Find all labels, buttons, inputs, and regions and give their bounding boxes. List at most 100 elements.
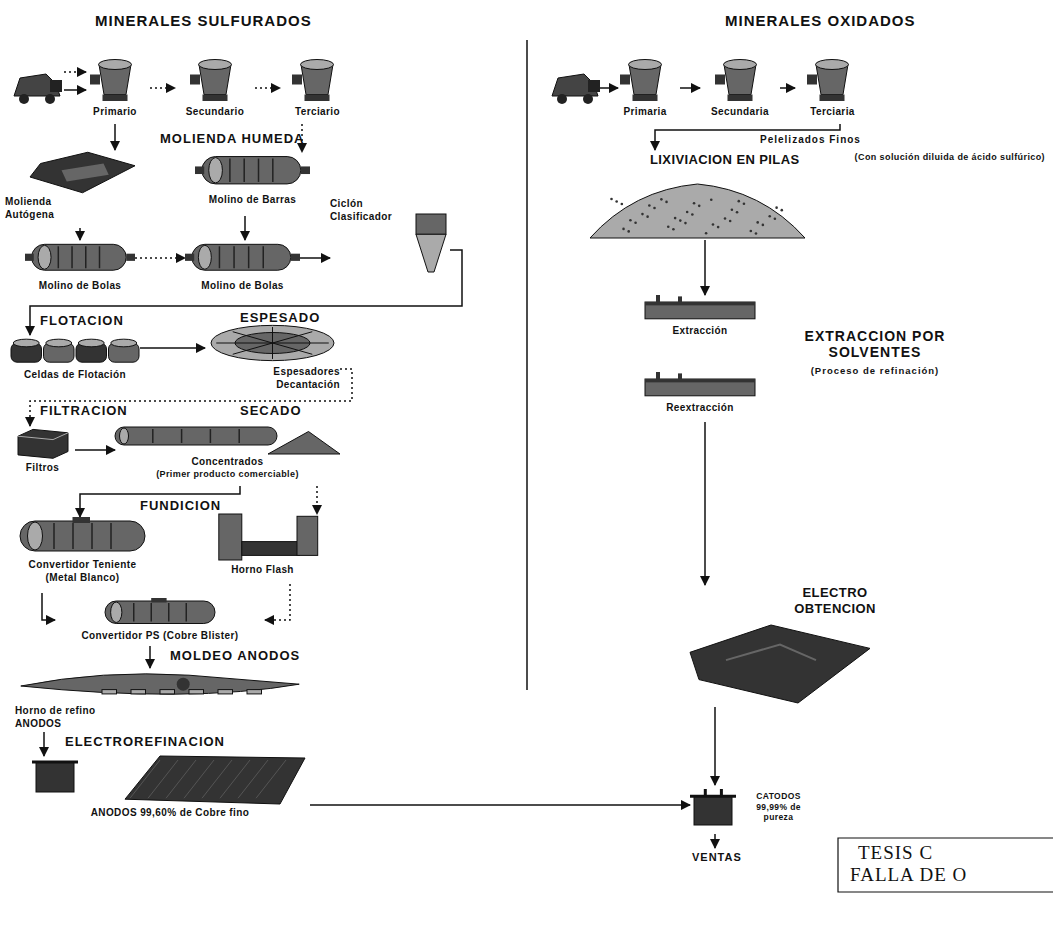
- equipment-icon: [115, 424, 340, 454]
- stage-heading: FLOTACION: [40, 314, 124, 329]
- equipment-caption: Ciclón Clasificador: [330, 198, 410, 223]
- haul-truck: [14, 74, 62, 104]
- thickener: Espesadores Decantación: [205, 322, 340, 400]
- watermark: TESIS C: [858, 842, 933, 864]
- crusher-stage: Secundario: [175, 52, 255, 124]
- flow-connector: [244, 216, 246, 240]
- note-label: (Proceso de refinación): [780, 366, 970, 377]
- caption-group: Molienda Autógena: [5, 150, 140, 221]
- equipment-caption: Molino de Bolas: [25, 280, 135, 293]
- flow-connector: [43, 732, 45, 756]
- equipment-caption: Extracción: [645, 325, 755, 338]
- caption-group: Concentrados(Primer producto comerciable…: [115, 424, 340, 480]
- equipment-caption: CATODOS 99,99% de pureza: [742, 791, 815, 823]
- ps-converter: Convertidor PS (Cobre Blister): [55, 598, 265, 646]
- sales-arrow: [714, 834, 716, 848]
- sales-label: VENTAS: [692, 851, 742, 864]
- electrowinning-cell: ELECTRO OBTENCION: [680, 585, 890, 707]
- stage-heading: FILTRACION: [40, 404, 128, 419]
- caption-group: Primario: [80, 52, 150, 119]
- caption-group: Molino de Bolas: [25, 240, 135, 293]
- caption-group: Horno de refino ANODOS: [15, 668, 305, 730]
- caption-group: Terciario: [280, 52, 355, 119]
- stage-heading: ELECTROREFINACION: [65, 735, 225, 750]
- refining-furnace: Horno de refino ANODOS: [15, 668, 305, 732]
- watermark-box: [838, 838, 1053, 892]
- flow-connector: [140, 347, 205, 349]
- equipment-icon: [18, 426, 68, 460]
- equipment-caption: Primaria: [610, 106, 680, 119]
- equipment-icon: [416, 214, 446, 272]
- equipment-icon: [195, 152, 310, 190]
- equipment-icon: [590, 178, 805, 238]
- equipment-caption: ELECTRO OBTENCION: [780, 585, 890, 618]
- haul-truck: [552, 74, 600, 104]
- anode-electrorefining: ANODOS 99,60% de Cobre fino: [30, 756, 310, 826]
- caption-group: ANODOS 99,60% de Cobre fino: [30, 756, 310, 820]
- equipment-icon: [690, 789, 736, 825]
- ball-mill: Molino de Bolas: [25, 240, 135, 302]
- crusher-stage: Primaria: [610, 52, 680, 124]
- ball-mill: Molino de Bolas: [185, 240, 300, 302]
- caption-note: (Primer producto comerciable): [115, 469, 340, 480]
- flow-connector: [680, 87, 700, 89]
- caption-group: Espesadores Decantación: [205, 322, 340, 391]
- equipment-caption: Terciario: [280, 106, 355, 119]
- caption-group: Celdas de Flotación: [10, 335, 140, 382]
- equipment-icon: [690, 625, 870, 703]
- equipment-icon: [30, 150, 135, 195]
- equipment-caption: Molienda Autógena: [5, 196, 80, 221]
- equipment-icon: [105, 598, 215, 628]
- flow-connector: [714, 707, 716, 785]
- equipment-caption: Concentrados: [115, 456, 340, 469]
- stage-heading: MOLIENDA HUMEDA: [160, 132, 305, 147]
- flow-connector: [150, 87, 175, 89]
- flow-connector: [255, 87, 280, 89]
- caption-group: Filtros: [10, 426, 75, 475]
- flash-furnace: Horno Flash: [195, 514, 330, 584]
- equipment-icon: [30, 756, 310, 804]
- equipment-icon: [90, 52, 140, 102]
- crusher-stage: Primario: [80, 52, 150, 124]
- equipment-caption: Convertidor Teniente (Metal Blanco): [15, 559, 150, 584]
- heap-leach-pile: LIXIVIACION EN PILAS (Con solución diluid…: [585, 150, 1045, 240]
- caption-group: ELECTRO OBTENCION: [680, 585, 890, 618]
- feed-arrow: [600, 87, 618, 89]
- equipment-caption: Espesadores Decantación: [240, 366, 340, 391]
- flow-connector: [780, 87, 795, 89]
- equipment-caption: Primario: [80, 106, 150, 119]
- flow-connector: [316, 486, 318, 514]
- crusher-stage: Terciario: [280, 52, 355, 124]
- caption-note: (Con solución diluida de ácido sulfúrico…: [855, 152, 1045, 163]
- equipment-icon: [292, 52, 342, 102]
- flow-connector: [265, 584, 290, 620]
- equipment-icon: [645, 295, 755, 323]
- equipment-icon: [25, 240, 135, 276]
- caption-group: CATODOS 99,99% de pureza: [690, 785, 815, 823]
- feed-arrow: [64, 71, 86, 73]
- stage-heading: SECADO: [240, 404, 302, 419]
- rod-mill: Molino de Barras: [190, 152, 315, 216]
- caption-group: Extracción: [645, 295, 755, 338]
- flow-connector: [704, 422, 706, 585]
- column-heading: MINERALES OXIDADOS: [725, 12, 916, 29]
- flotation-cells: Celdas de Flotación: [10, 335, 140, 385]
- caption-group: Reextracción: [645, 372, 755, 415]
- column-divider: [526, 40, 528, 690]
- equipment-icon: [185, 240, 300, 276]
- caption-group: LIXIVIACION EN PILAS (Con solución diluid…: [585, 150, 1045, 168]
- solvent-extraction-tank: Reextracción: [645, 372, 755, 422]
- caption-group: Molino de Bolas: [185, 240, 300, 293]
- caption-group: Secundaria: [700, 52, 780, 119]
- equipment-caption: Convertidor PS (Cobre Blister): [55, 630, 265, 643]
- crusher-stage: Terciaria: [795, 52, 870, 124]
- caption-group: Ciclón Clasificador: [330, 196, 450, 223]
- flow-connector: [75, 449, 115, 451]
- equipment-caption: Filtros: [10, 462, 75, 475]
- stage-heading: EXTRACCION POR SOLVENTES: [790, 328, 960, 360]
- column-heading: MINERALES SULFURADOS: [95, 12, 312, 29]
- equipment-caption: Secundaria: [700, 106, 780, 119]
- equipment-caption: LIXIVIACION EN PILAS: [650, 152, 800, 168]
- equipment-icon: [620, 52, 670, 102]
- cyclone-classifier: Ciclón Clasificador: [330, 196, 450, 274]
